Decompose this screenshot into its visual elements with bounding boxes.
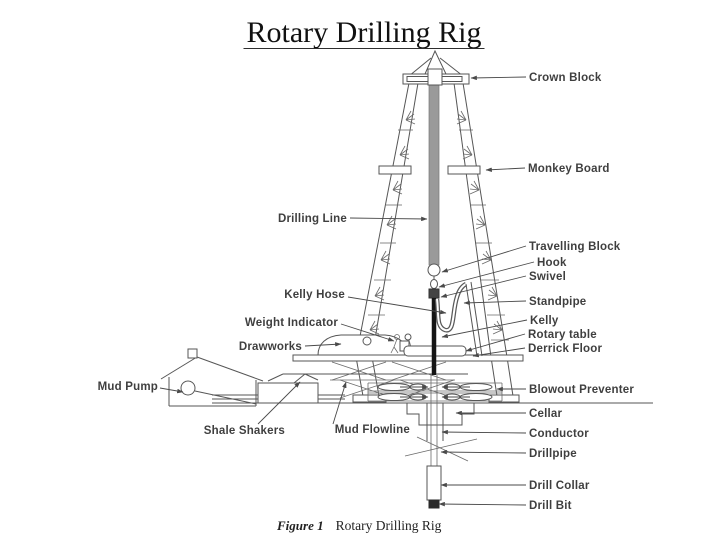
hoisting-equipment [427,263,483,403]
monkey-board-shape [378,165,412,175]
cellar-shape [406,403,475,426]
label-mud-flowline: Mud Flowline [335,424,410,436]
label-drillpipe: Drillpipe [529,448,577,460]
label-travelling-block: Travelling Block [529,241,621,253]
label-hook: Hook [537,257,567,269]
hook-shape [430,279,438,289]
drawworks-shape [317,334,411,356]
label-standpipe: Standpipe [529,296,586,308]
well-string-shape [404,403,478,509]
blowout-preventer-shape [367,382,503,402]
label-drill-bit: Drill Bit [529,500,572,512]
drill-bit-shape [428,499,440,509]
label-swivel: Swivel [529,271,566,283]
shale-shaker-shape [257,373,319,404]
page-title: Rotary Drilling Rig [243,17,485,49]
derrick-structure [352,82,520,403]
leader-lines [159,75,535,507]
standpipe-shape [465,283,478,357]
label-drawworks: Drawworks [239,341,302,353]
label-shale-shakers: Shale Shakers [204,425,285,437]
label-drill-collar: Drill Collar [529,480,590,492]
label-crown-block: Crown Block [529,72,602,84]
label-drilling-line: Drilling Line [278,213,347,225]
label-mud-pump: Mud Pump [98,381,158,393]
label-rotary-table: Rotary table [528,329,597,341]
crown-block-shape [402,49,470,86]
diagram-labels: Crown Block Monkey Board Travelling Bloc… [98,72,635,512]
label-kelly: Kelly [530,315,559,327]
travelling-block-shape [427,263,441,277]
label-derrick-floor: Derrick Floor [528,343,603,355]
label-blowout-preventer: Blowout Preventer [529,384,634,396]
figure-caption-text: Rotary Drilling Rig [335,518,442,533]
figure-caption: Figure 1 Rotary Drilling Rig [277,518,441,534]
swivel-shape [428,288,440,299]
drilling-line-shape [428,82,440,266]
label-cellar: Cellar [529,408,562,420]
label-conductor: Conductor [529,428,589,440]
figure-caption-number: Figure 1 [277,518,324,533]
label-weight-indicator: Weight Indicator [245,317,338,329]
label-monkey-board: Monkey Board [528,163,610,175]
monkey-board-shape [447,165,481,175]
label-kelly-hose: Kelly Hose [284,289,345,301]
